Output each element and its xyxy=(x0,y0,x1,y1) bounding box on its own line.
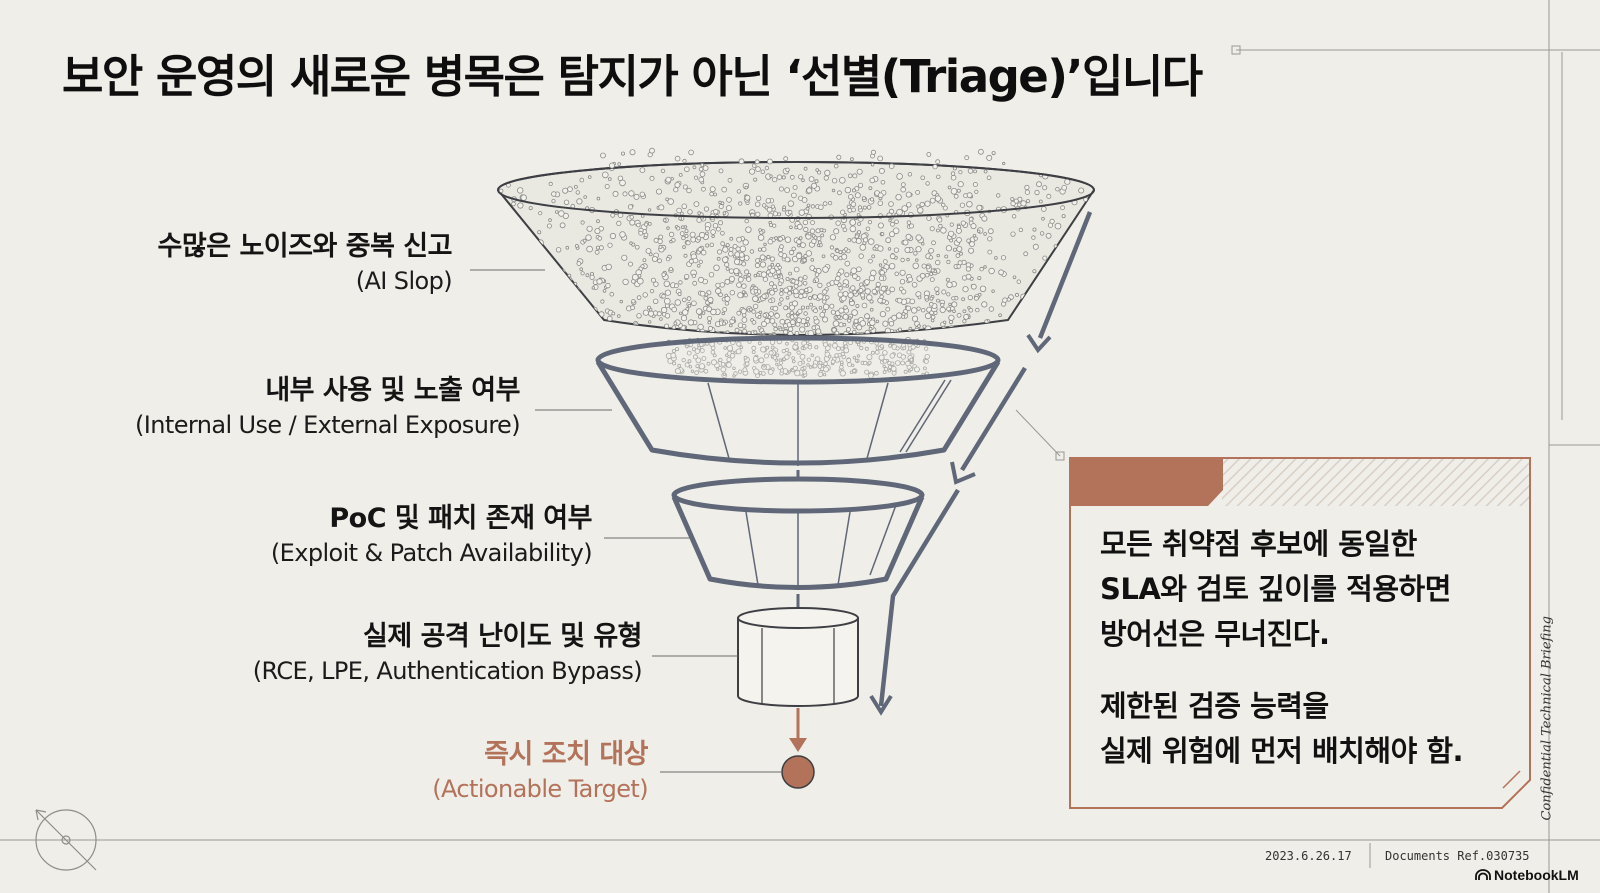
stage-label-target-ko: 즉시 조치 대상 xyxy=(484,739,648,770)
brand-logo: NotebookLM xyxy=(1475,867,1579,883)
funnel-filter-2 xyxy=(595,335,1001,466)
stage-label-target: 즉시 조치 대상 (Actionable Target) xyxy=(432,738,648,806)
stage-label-3-en: (Exploit & Patch Availability) xyxy=(270,539,593,567)
page-title: 보안 운영의 새로운 병목은 탐지가 아닌 ‘선별(Triage)’입니다 xyxy=(62,50,1203,103)
stage-label-1-en: (AI Slop) xyxy=(355,267,453,295)
stage-label-2-en: (Internal Use / External Exposure) xyxy=(135,411,521,439)
stage-label-4-ko: 실제 공격 난이도 및 유형 xyxy=(363,621,643,652)
callout-paragraph-1: 모든 취약점 후보에 동일한 SLA와 검토 깊이를 적용하면 방어선은 무너진… xyxy=(1100,522,1500,657)
noise-particles-spill xyxy=(600,147,1006,379)
actionable-target-dot xyxy=(781,755,815,789)
footer-doc-ref: Documents Ref.030735 xyxy=(1385,849,1530,863)
callout-line: 방어선은 무너진다. xyxy=(1100,617,1330,651)
callout-line: SLA와 검토 깊이를 적용하면 xyxy=(1100,572,1451,606)
stage-label-4: 실제 공격 난이도 및 유형 (RCE, LPE, Authentication… xyxy=(252,620,643,688)
stage-label-2-ko: 내부 사용 및 노출 여부 xyxy=(265,375,520,406)
compass-icon xyxy=(35,809,97,871)
stage-label-1-ko: 수많은 노이즈와 중복 신고 xyxy=(157,231,453,262)
vertical-caption: Confidential Technical Briefing xyxy=(1539,616,1555,821)
footer-date: 2023.6.26.17 xyxy=(1265,849,1352,863)
callout-line: 모든 취약점 후보에 동일한 xyxy=(1100,527,1417,561)
stage-label-3-ko: PoC 및 패치 존재 여부 xyxy=(329,503,592,534)
callout-box xyxy=(1069,457,1531,809)
stage-label-1: 수많은 노이즈와 중복 신고 (AI Slop) xyxy=(157,230,453,298)
callout-text: 모든 취약점 후보에 동일한 SLA와 검토 깊이를 적용하면 방어선은 무너진… xyxy=(1100,522,1500,774)
notebooklm-logo-icon xyxy=(1475,869,1491,880)
callout-line: 실제 위험에 먼저 배치해야 함. xyxy=(1100,734,1464,768)
stage-label-target-en: (Actionable Target) xyxy=(432,775,648,803)
brand-name: NotebookLM xyxy=(1494,867,1579,883)
stage-label-2: 내부 사용 및 노출 여부 (Internal Use / External E… xyxy=(135,374,521,442)
cylinder-stage xyxy=(737,607,859,707)
funnel-top-bowl xyxy=(496,161,1096,336)
funnel-filter-3 xyxy=(671,476,925,590)
bypass-arrows xyxy=(869,211,1093,716)
stage-label-4-en: (RCE, LPE, Authentication Bypass) xyxy=(252,657,643,685)
arrow-down-icon xyxy=(789,738,807,752)
callout-line: 제한된 검증 능력을 xyxy=(1100,689,1329,723)
callout-paragraph-2: 제한된 검증 능력을 실제 위험에 먼저 배치해야 함. xyxy=(1100,684,1500,774)
stage-label-3: PoC 및 패치 존재 여부 (Exploit & Patch Availabi… xyxy=(270,502,593,570)
leader-lines xyxy=(470,269,782,773)
